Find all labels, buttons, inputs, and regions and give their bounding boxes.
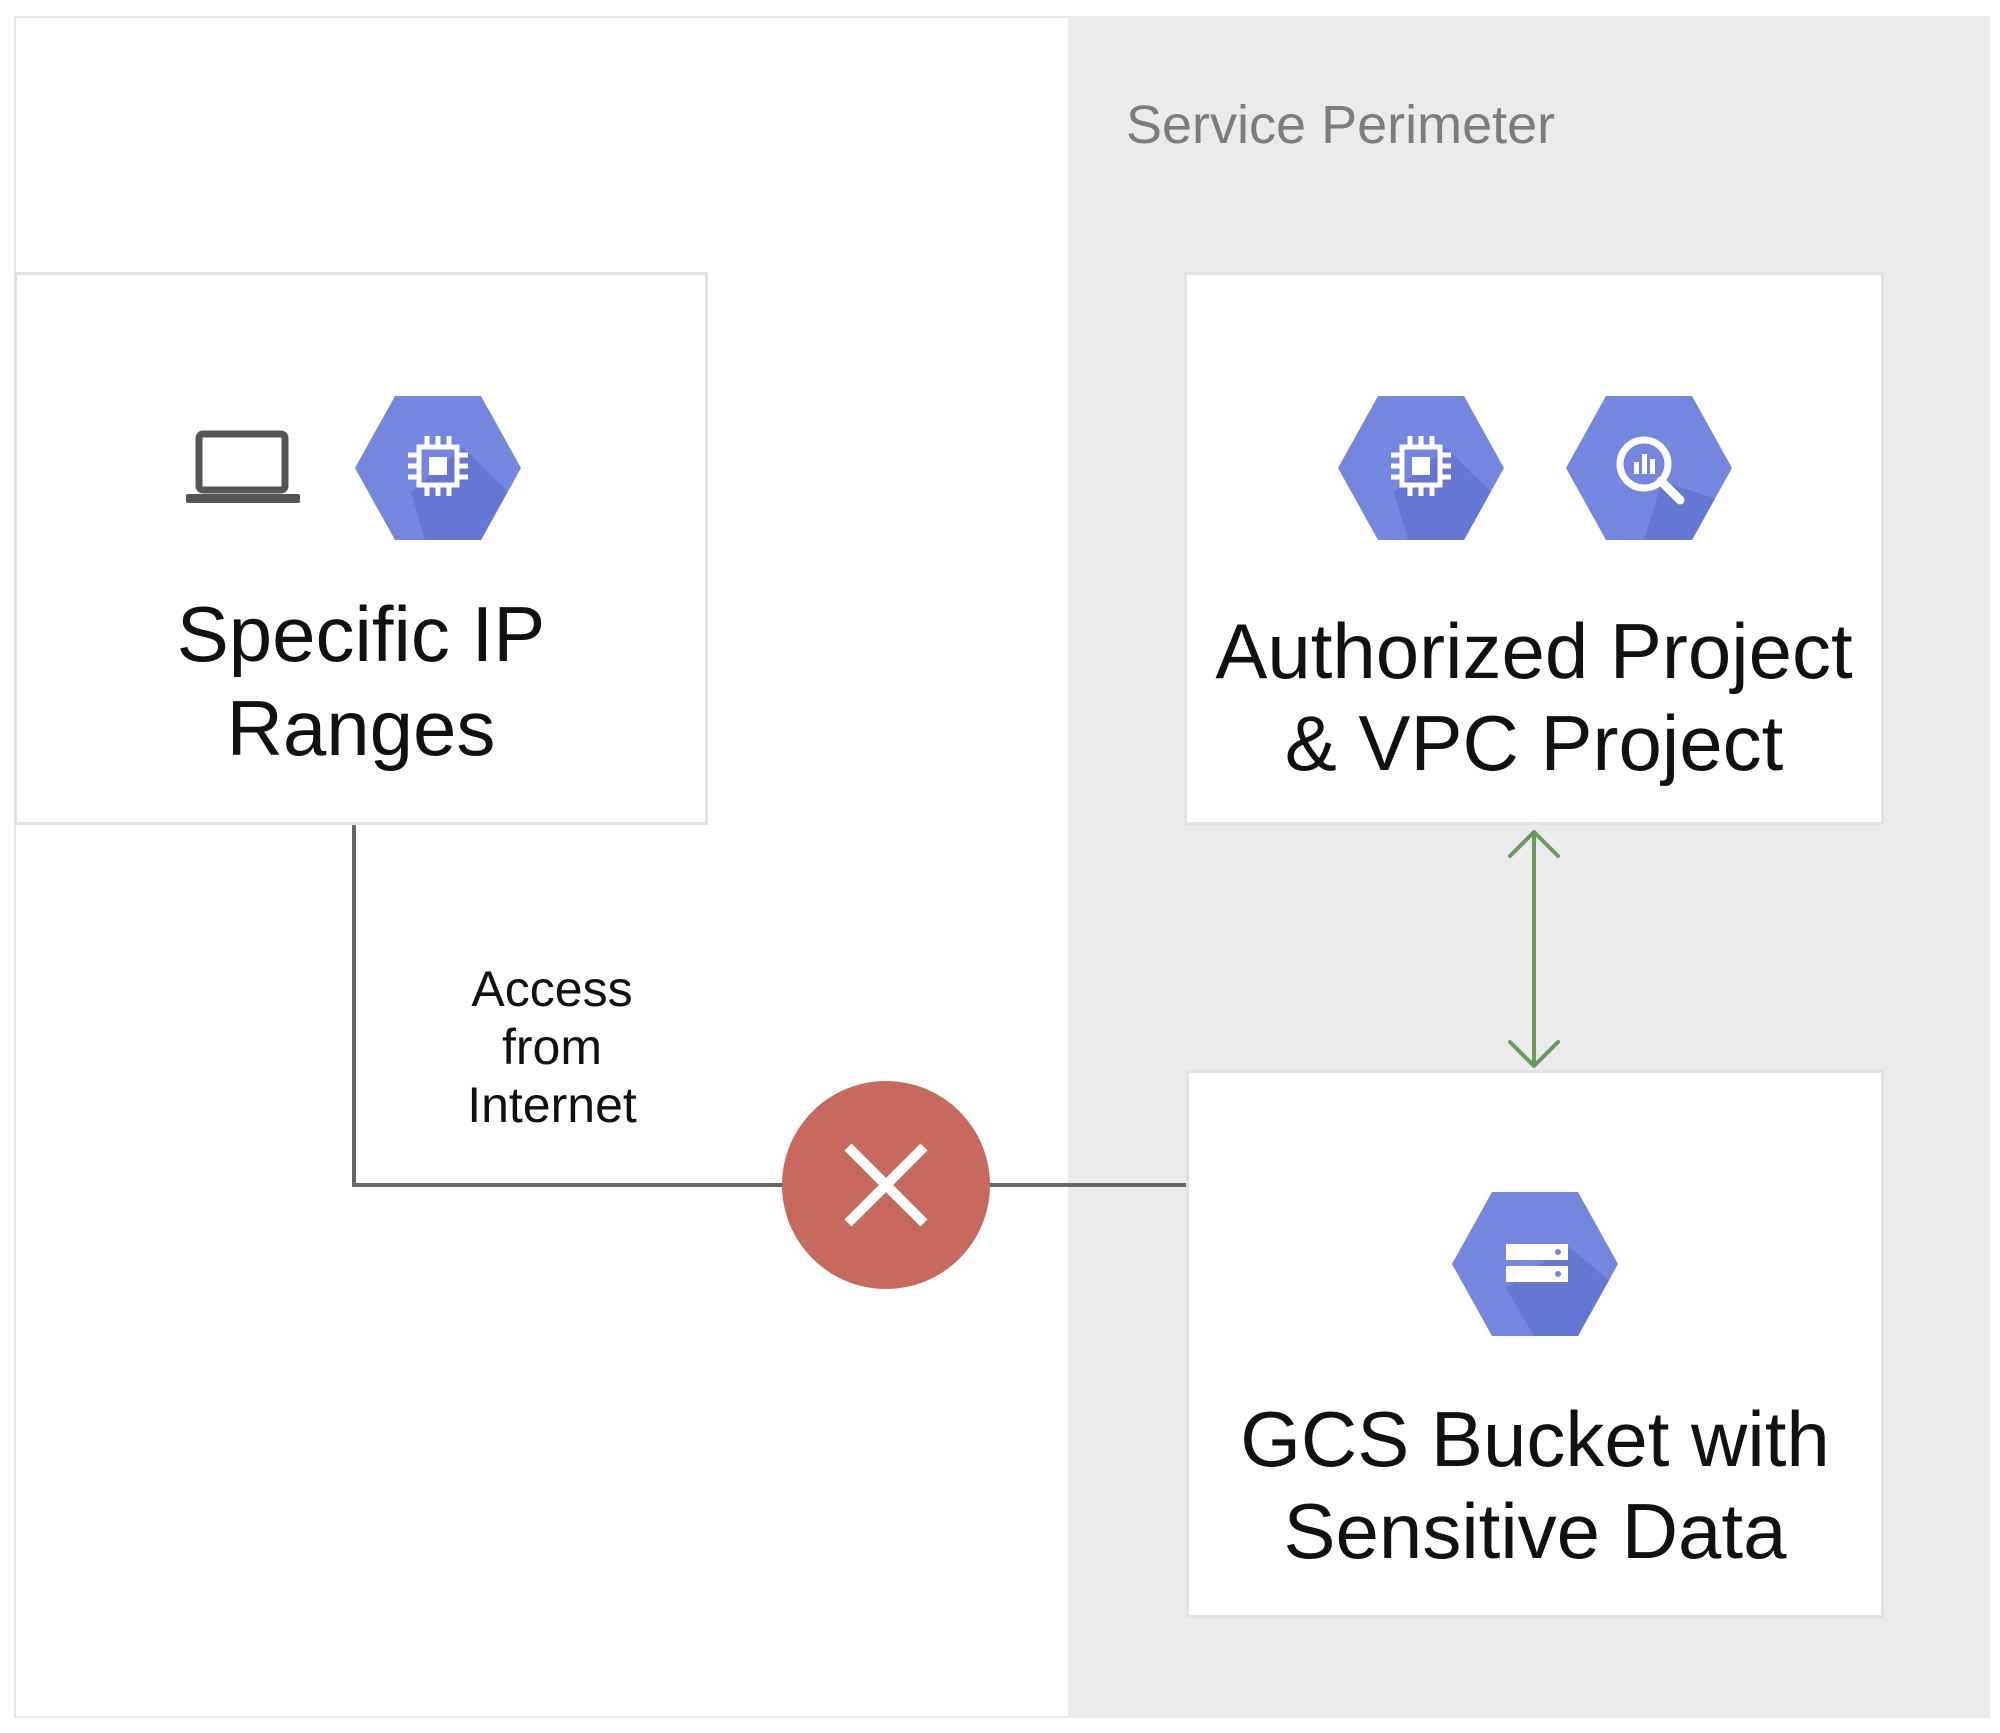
authorized-access-arrow (1508, 830, 1560, 1068)
compute-engine-icon (1338, 396, 1504, 540)
laptop-icon (186, 430, 300, 503)
close-icon (844, 1143, 928, 1227)
node-specific-ip-ranges: Specific IP Ranges (14, 272, 708, 825)
bigquery-icon (1566, 396, 1732, 540)
cloud-storage-icon (1452, 1192, 1618, 1336)
node-title: Authorized Project & VPC Project (1215, 607, 1853, 787)
node-title: GCS Bucket with Sensitive Data (1240, 1395, 1830, 1575)
access-denied-badge (782, 1081, 990, 1289)
compute-engine-icon (355, 396, 521, 540)
node-authorized-project: Authorized Project & VPC Project (1184, 272, 1884, 825)
node-title: Specific IP Ranges (176, 590, 546, 772)
node-gcs-bucket: GCS Bucket with Sensitive Data (1186, 1070, 1884, 1618)
service-perimeter-label: Service Perimeter (1126, 95, 1556, 155)
internet-access-label: Access from Internet (467, 961, 637, 1133)
